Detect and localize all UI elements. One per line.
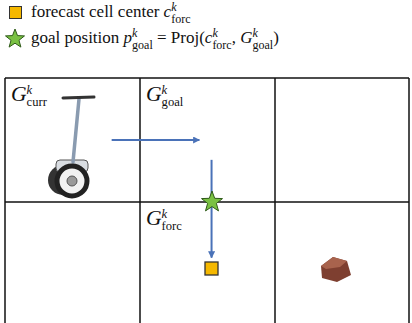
math-symbol: G bbox=[146, 82, 162, 105]
rock-top bbox=[321, 257, 347, 269]
cell-label: Gkcurr bbox=[11, 81, 127, 109]
math-symbol: c bbox=[205, 28, 213, 47]
star-symbol bbox=[6, 29, 25, 47]
segway-pole bbox=[73, 99, 79, 162]
superscript: k bbox=[212, 27, 231, 39]
goal-star bbox=[202, 191, 223, 211]
subscript: goal bbox=[132, 39, 153, 51]
text-run: = Proj( bbox=[153, 28, 205, 47]
grid-line bbox=[408, 78, 410, 323]
superscript: k bbox=[252, 27, 273, 39]
legend-swatch bbox=[9, 6, 22, 19]
script-stack: kgoal bbox=[162, 84, 184, 109]
grid-lines bbox=[5, 78, 409, 323]
script-stack: kforc bbox=[162, 208, 182, 233]
arrow-connector bbox=[112, 139, 200, 141]
math-symbol: c bbox=[164, 2, 172, 21]
math-symbol: G bbox=[240, 28, 252, 47]
segway-icon bbox=[48, 97, 94, 196]
script-stack: kforc bbox=[212, 27, 231, 51]
math-symbol: G bbox=[146, 206, 162, 229]
rock-body bbox=[321, 257, 351, 282]
subscript: forc bbox=[171, 13, 190, 25]
segway-hub bbox=[67, 176, 77, 186]
superscript: k bbox=[27, 84, 47, 97]
legend-text: forecast cell center ckforc bbox=[31, 1, 190, 25]
script-stack: kforc bbox=[171, 1, 190, 25]
subscript: goal bbox=[162, 96, 184, 109]
star-symbol bbox=[202, 191, 223, 211]
superscript: k bbox=[162, 208, 182, 221]
math-symbol: p bbox=[124, 28, 133, 47]
subscript: forc bbox=[212, 39, 231, 51]
legend-entry: forecast cell center ckforc bbox=[31, 1, 190, 25]
text-run: , bbox=[232, 28, 241, 47]
grid-cell: Gkgoal bbox=[140, 78, 275, 202]
script-stack: kcurr bbox=[27, 84, 47, 109]
math-symbol: G bbox=[11, 82, 27, 105]
segway-handlebar bbox=[63, 97, 94, 98]
arrow-connector bbox=[211, 160, 213, 258]
subscript: goal bbox=[252, 39, 273, 51]
superscript: k bbox=[171, 1, 190, 13]
legend-entry: goal position pkgoal = Proj(ckforc, Gkgo… bbox=[31, 27, 279, 51]
script-stack: kgoal bbox=[252, 27, 273, 51]
subscript: curr bbox=[27, 96, 47, 109]
legend-text: goal position pkgoal = Proj(ckforc, Gkgo… bbox=[31, 27, 279, 51]
grid-line bbox=[4, 78, 6, 323]
text-run: goal position bbox=[31, 28, 124, 47]
grid-cell: Gkcurr bbox=[5, 78, 140, 202]
grid-cell: Gkforc bbox=[140, 202, 275, 323]
superscript: k bbox=[162, 84, 184, 97]
segway-wheel bbox=[57, 166, 87, 196]
grid-line bbox=[5, 77, 409, 79]
cell-label: Gkgoal bbox=[146, 81, 262, 109]
superscript: k bbox=[132, 27, 153, 39]
rock-icon bbox=[321, 257, 351, 282]
legend-star bbox=[6, 29, 25, 47]
forecast-square bbox=[205, 262, 218, 275]
cell-label: Gkforc bbox=[146, 205, 262, 233]
grid-line bbox=[139, 78, 141, 323]
text-run: ) bbox=[273, 28, 279, 47]
script-stack: kgoal bbox=[132, 27, 153, 51]
grid-line bbox=[274, 78, 276, 323]
subscript: forc bbox=[162, 220, 182, 233]
text-run: forecast cell center bbox=[31, 2, 164, 21]
